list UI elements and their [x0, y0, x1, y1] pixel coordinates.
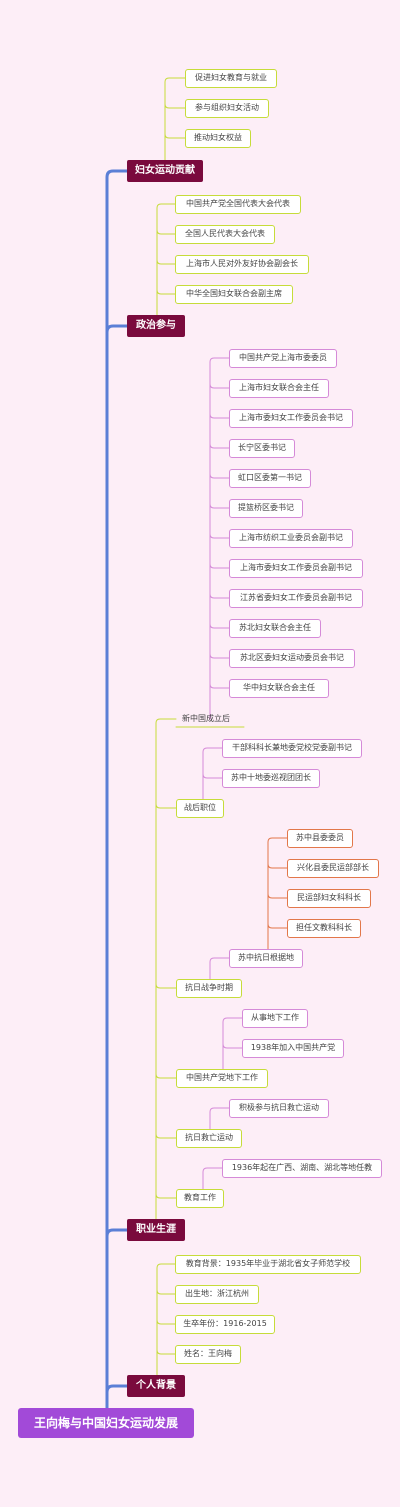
- newchina-link-10: [209, 653, 230, 659]
- warbase-link-2: [267, 893, 288, 899]
- war-item-4[interactable]: 担任文教科科长: [287, 919, 361, 938]
- career-link-3: [155, 1073, 177, 1079]
- contrib-item-3[interactable]: 推动妇女权益: [185, 129, 251, 148]
- underground-item-1[interactable]: 从事地下工作: [242, 1009, 308, 1028]
- war-base[interactable]: 苏中抗日根据地: [229, 949, 303, 968]
- career-postwar[interactable]: 战后职位: [176, 799, 224, 818]
- trunk-link-3: [105, 1384, 129, 1410]
- career-link-5: [155, 1193, 177, 1199]
- newchina-link-8: [209, 593, 230, 599]
- war-item-1[interactable]: 苏中县委委员: [287, 829, 353, 848]
- newchina-link-7: [209, 563, 230, 569]
- newchina-link-9: [209, 623, 230, 629]
- politics-item-4[interactable]: 中华全国妇女联合会副主席: [175, 285, 293, 304]
- postwar-item-1[interactable]: 干部科科长兼地委党校党委副书记: [222, 739, 362, 758]
- politics-item-3[interactable]: 上海市人民对外友好协会副会长: [175, 255, 309, 274]
- war-item-2[interactable]: 兴化县委民运部部长: [287, 859, 379, 878]
- newchina-item-8[interactable]: 上海市委妇女工作委员会副书记: [229, 559, 363, 578]
- background-item-3[interactable]: 生卒年份：1916-2015: [175, 1315, 275, 1334]
- branch-career[interactable]: 职业生涯: [127, 1219, 185, 1241]
- politics-link-2: [156, 259, 176, 265]
- contrib-link-2: [164, 133, 186, 139]
- newchina-item-3[interactable]: 上海市委妇女工作委员会书记: [229, 409, 353, 428]
- underground-link-1: [222, 1043, 243, 1049]
- newchina-link-2: [209, 413, 230, 419]
- background-link-3: [156, 1349, 176, 1355]
- career-education[interactable]: 教育工作: [176, 1189, 224, 1208]
- background-item-4[interactable]: 姓名：王向梅: [175, 1345, 241, 1364]
- salvation-spine: [209, 1107, 230, 1139]
- politics-spine: [156, 203, 176, 316]
- background-item-2[interactable]: 出生地：浙江杭州: [175, 1285, 259, 1304]
- newchina-item-10[interactable]: 苏北妇女联合会主任: [229, 619, 321, 638]
- newchina-link-3: [209, 443, 230, 449]
- newchina-link-5: [209, 503, 230, 509]
- contrib-item-1[interactable]: 促进妇女教育与就业: [185, 69, 277, 88]
- career-salvation[interactable]: 抗日救亡运动: [176, 1129, 242, 1148]
- postwar-item-2[interactable]: 苏中十地委巡视团团长: [222, 769, 320, 788]
- newchina-item-1[interactable]: 中国共产党上海市委委员: [229, 349, 337, 368]
- newchina-link-6: [209, 533, 230, 539]
- background-spine: [156, 1263, 176, 1376]
- root-node[interactable]: 王向梅与中国妇女运动发展: [18, 1408, 194, 1438]
- branch-background[interactable]: 个人背景: [127, 1375, 185, 1397]
- contrib-spine: [164, 77, 186, 161]
- underground-spine: [222, 1017, 243, 1079]
- newchina-item-9[interactable]: 江苏省委妇女工作委员会副书记: [229, 589, 363, 608]
- branch-politics[interactable]: 政治参与: [127, 315, 185, 337]
- war-spine: [209, 957, 230, 989]
- career-spine: [155, 718, 177, 1220]
- newchina-spine: [209, 357, 230, 720]
- politics-item-2[interactable]: 全国人民代表大会代表: [175, 225, 275, 244]
- background-link-2: [156, 1319, 176, 1325]
- newchina-item-12[interactable]: 华中妇女联合会主任: [229, 679, 329, 698]
- politics-link-3: [156, 289, 176, 295]
- underground-item-2[interactable]: 1938年加入中国共产党: [242, 1039, 344, 1058]
- warbase-link-3: [267, 923, 288, 929]
- newchina-item-7[interactable]: 上海市纺织工业委员会副书记: [229, 529, 353, 548]
- contrib-link-1: [164, 103, 186, 109]
- salvation-item-1[interactable]: 积极参与抗日救亡运动: [229, 1099, 329, 1118]
- career-link-2: [155, 983, 177, 989]
- newchina-item-2[interactable]: 上海市妇女联合会主任: [229, 379, 329, 398]
- career-link-4: [155, 1133, 177, 1139]
- contrib-item-2[interactable]: 参与组织妇女活动: [185, 99, 269, 118]
- career-underground[interactable]: 中国共产党地下工作: [176, 1069, 268, 1088]
- career-war[interactable]: 抗日战争时期: [176, 979, 242, 998]
- postwar-spine: [202, 747, 223, 809]
- newchina-link-1: [209, 383, 230, 389]
- education-item-1[interactable]: 1936年起在广西、湖南、湖北等地任教: [222, 1159, 382, 1178]
- postwar-link-1: [202, 773, 223, 779]
- branch-contribution[interactable]: 妇女运动贡献: [127, 160, 203, 182]
- warbase-spine: [267, 837, 288, 959]
- background-link-1: [156, 1289, 176, 1295]
- politics-link-1: [156, 229, 176, 235]
- war-item-3[interactable]: 民运部妇女科科长: [287, 889, 371, 908]
- career-link-1: [155, 803, 177, 809]
- trunk-link-1: [105, 324, 129, 1410]
- newchina-link-11: [209, 683, 230, 689]
- newchina-link-4: [209, 473, 230, 479]
- politics-item-1[interactable]: 中国共产党全国代表大会代表: [175, 195, 301, 214]
- newchina-item-4[interactable]: 长宁区委书记: [229, 439, 295, 458]
- newchina-item-5[interactable]: 虹口区委第一书记: [229, 469, 311, 488]
- trunk-link-0: [105, 169, 129, 1410]
- newchina-item-6[interactable]: 提篮桥区委书记: [229, 499, 303, 518]
- trunk-link-2: [105, 1228, 129, 1410]
- newchina-item-11[interactable]: 苏北区委妇女运动委员会书记: [229, 649, 355, 668]
- warbase-link-1: [267, 863, 288, 869]
- background-item-1[interactable]: 教育背景：1935年毕业于湖北省女子师范学校: [175, 1255, 361, 1274]
- education-spine: [202, 1167, 223, 1199]
- career-newchina[interactable]: 新中国成立后: [182, 714, 230, 723]
